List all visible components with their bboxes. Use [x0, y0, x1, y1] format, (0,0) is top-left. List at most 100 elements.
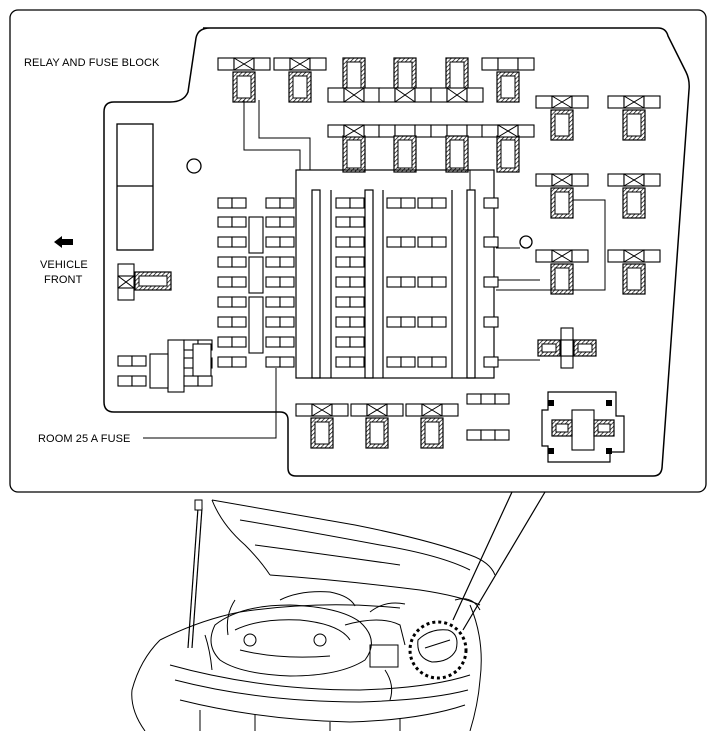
fuse-icon [131, 375, 147, 387]
terminal [331, 403, 349, 417]
fuse-icon [217, 256, 233, 268]
fuse-icon [400, 197, 416, 209]
fuse-icon [417, 276, 433, 288]
relay-terminal-x [551, 249, 573, 263]
fuse-icon [431, 356, 447, 368]
terminal [217, 57, 235, 71]
fuse-icon [335, 316, 351, 328]
diagram-title: RELAY AND FUSE BLOCK [24, 57, 160, 69]
fuse-icon [335, 256, 351, 268]
fuse-icon [483, 276, 499, 288]
mounting-hole-icon [186, 158, 202, 174]
fuse-icon [349, 276, 365, 288]
fuse-icon [386, 276, 402, 288]
relay-inner [500, 75, 516, 99]
fuse-icon [417, 236, 433, 248]
terminal [350, 403, 368, 417]
fuse-icon [279, 197, 295, 209]
terminal [394, 124, 416, 138]
connector [571, 409, 595, 451]
terminal [481, 124, 499, 138]
fuse-icon [480, 393, 496, 405]
terminal [253, 57, 271, 71]
relay-terminal-x [421, 403, 443, 417]
fuse-icon [231, 316, 247, 328]
busbar [311, 189, 321, 379]
terminal [571, 95, 589, 109]
fuse-icon [217, 356, 233, 368]
fuse-icon [483, 316, 499, 328]
terminal [386, 403, 404, 417]
fuse-icon [494, 429, 510, 441]
terminal [430, 87, 448, 103]
fuse-icon [265, 336, 281, 348]
fuse-icon [386, 356, 402, 368]
fuse-icon [131, 355, 147, 367]
fuse-icon [483, 197, 499, 209]
fuse-icon [349, 296, 365, 308]
relay-inner [236, 75, 252, 99]
wire [258, 100, 311, 170]
fuse-icon [349, 236, 365, 248]
components-layer [117, 57, 661, 463]
terminal [571, 173, 589, 187]
terminal [535, 249, 553, 263]
relay-inner [626, 267, 642, 291]
fuse-icon [231, 276, 247, 288]
fuse-icon [231, 256, 247, 268]
fuse-icon [400, 276, 416, 288]
terminal [273, 57, 291, 71]
relay-inner [555, 423, 569, 433]
connector [560, 339, 574, 357]
fuse-icon [466, 429, 482, 441]
fuse-icon [400, 356, 416, 368]
terminal [643, 173, 661, 187]
fuse-icon [279, 356, 295, 368]
relay-terminal-x [446, 87, 468, 103]
terminal [405, 403, 423, 417]
terminal [643, 95, 661, 109]
fuse-icon [417, 356, 433, 368]
connector [560, 355, 574, 369]
arrow-left-icon [54, 236, 73, 248]
relay-inner [554, 113, 570, 137]
relay-inner [424, 421, 440, 445]
terminal [363, 87, 381, 103]
relay-terminal-x [394, 87, 416, 103]
busbar [466, 189, 476, 379]
terminal [378, 124, 396, 138]
room-fuse-leader-line [143, 368, 277, 439]
relay-terminal-x [343, 87, 365, 103]
fuse-block-outline [103, 27, 690, 477]
fuse-icon [349, 316, 365, 328]
engine-bay-illustration [131, 499, 496, 731]
terminal-pin [606, 448, 612, 454]
terminal [327, 124, 345, 138]
room-fuse-label: ROOM 25 A FUSE [38, 433, 130, 445]
fuse-icon [431, 316, 447, 328]
relay-terminal-x [623, 173, 645, 187]
fuse-icon [483, 356, 499, 368]
terminal [517, 57, 535, 71]
fuse-icon [494, 393, 510, 405]
fuse-icon [335, 336, 351, 348]
fuse-icon [417, 197, 433, 209]
connector [192, 343, 212, 377]
terminal [497, 57, 519, 71]
terminal [414, 124, 432, 138]
fuse-icon [183, 375, 199, 387]
fuse-icon [349, 216, 365, 228]
fuse-icon [483, 236, 499, 248]
connector [149, 353, 169, 389]
main-module [116, 123, 154, 251]
terminal [535, 95, 553, 109]
fuse-icon [480, 429, 496, 441]
fuse-icon [231, 197, 247, 209]
relay-inner [626, 191, 642, 215]
fuse-icon [386, 236, 402, 248]
fuse-icon [349, 256, 365, 268]
terminal [309, 57, 327, 71]
relay-inner [554, 191, 570, 215]
wire [496, 199, 606, 291]
relay-terminal-x [311, 403, 333, 417]
